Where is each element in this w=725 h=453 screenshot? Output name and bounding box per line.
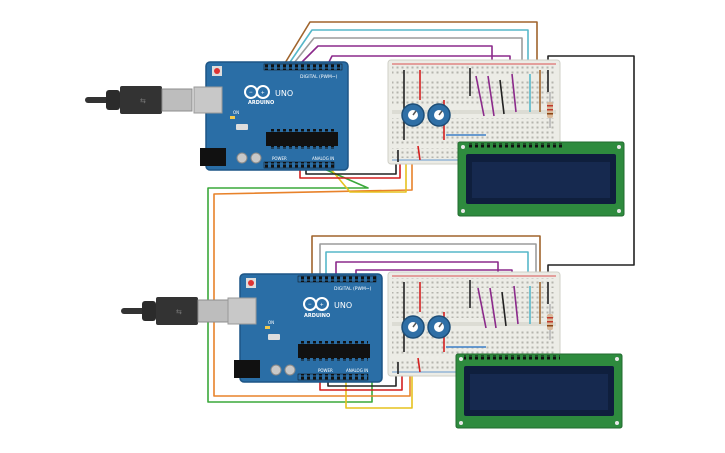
on-label: ON (233, 110, 239, 115)
potentiometer-top-1[interactable] (401, 103, 425, 127)
breadboard-jumpers-top (397, 68, 549, 162)
wire-gray (289, 37, 523, 70)
usb-cable-bottom: ⇆ (121, 297, 229, 325)
power-label: POWER (272, 156, 287, 161)
svg-text:+: + (261, 91, 265, 97)
wire-orange-long (213, 150, 413, 397)
capacitor (284, 364, 296, 376)
wire-black-link (547, 55, 635, 280)
wire-brown (281, 21, 538, 70)
analog-label: ANALOG IN (312, 156, 334, 161)
arduino-logo-icon: − + (303, 297, 329, 311)
logo-text: ARDUINO (304, 313, 330, 319)
usb-symbol-icon: ⇆ (140, 97, 146, 105)
wire-green-long (207, 167, 373, 403)
potentiometer-bottom-2[interactable] (427, 315, 451, 339)
svg-text:−: − (308, 302, 312, 308)
arduino-board-top[interactable]: DIGITAL (PWM~) − + ARDUINO UNO ON POWER … (193, 61, 349, 171)
svg-text:+: + (320, 303, 324, 309)
wire-yellow (345, 362, 413, 409)
power-jack (200, 148, 226, 166)
crystal (268, 334, 280, 340)
wire-bundle-top (207, 21, 635, 403)
microcontroller-chip (298, 344, 370, 358)
usb-cable-top: ⇆ (85, 86, 193, 114)
wire-cyan (325, 251, 529, 282)
svg-text:−: − (249, 90, 253, 96)
wire-purple (295, 45, 493, 70)
digital-header (297, 275, 377, 283)
capacitor (250, 152, 262, 164)
power-analog-header (297, 373, 369, 381)
logo-text: ARDUINO (248, 100, 274, 106)
usb-port (193, 86, 223, 114)
potentiometer-top-2[interactable] (427, 103, 451, 127)
model-text: UNO (275, 89, 293, 98)
arduino-board-bottom[interactable]: DIGITAL (PWM~) − + ARDUINO UNO ON POWER … (227, 273, 383, 383)
analog-label: ANALOG IN (346, 368, 368, 373)
usb-symbol-icon: ⇆ (176, 308, 182, 316)
usb-port (227, 297, 257, 325)
digital-header (263, 63, 343, 71)
resistor-bottom (547, 304, 553, 340)
wire-gray (319, 243, 537, 282)
power-jack (234, 360, 260, 378)
circuit-bottom: ⇆ DIGITAL (PWM~) − + ARDUINO UNO ON (121, 235, 623, 429)
power-label: POWER (318, 368, 333, 373)
potentiometer-bottom-1[interactable] (401, 315, 425, 339)
model-text: UNO (334, 301, 352, 310)
digital-label: DIGITAL (PWM~) (300, 74, 338, 80)
crystal (236, 124, 248, 130)
circuit-top: ⇆ DIGITAL (PWM~) − + ARDUINO UNO ON (85, 21, 635, 403)
digital-label: DIGITAL (PWM~) (334, 286, 372, 292)
lcd-screen (470, 374, 608, 410)
power-analog-header (263, 161, 335, 169)
lcd-display-bottom (455, 353, 623, 429)
wire-yellow (329, 150, 407, 193)
resistor-top (547, 92, 553, 128)
on-label: ON (268, 320, 274, 325)
wire-cyan (285, 29, 529, 70)
capacitor (236, 152, 248, 164)
capacitor (270, 364, 282, 376)
microcontroller-chip (266, 132, 338, 146)
lcd-display-top (457, 141, 625, 217)
wire-brown (311, 235, 541, 282)
lcd-screen (472, 162, 610, 198)
arduino-logo-icon: − + (244, 85, 270, 99)
